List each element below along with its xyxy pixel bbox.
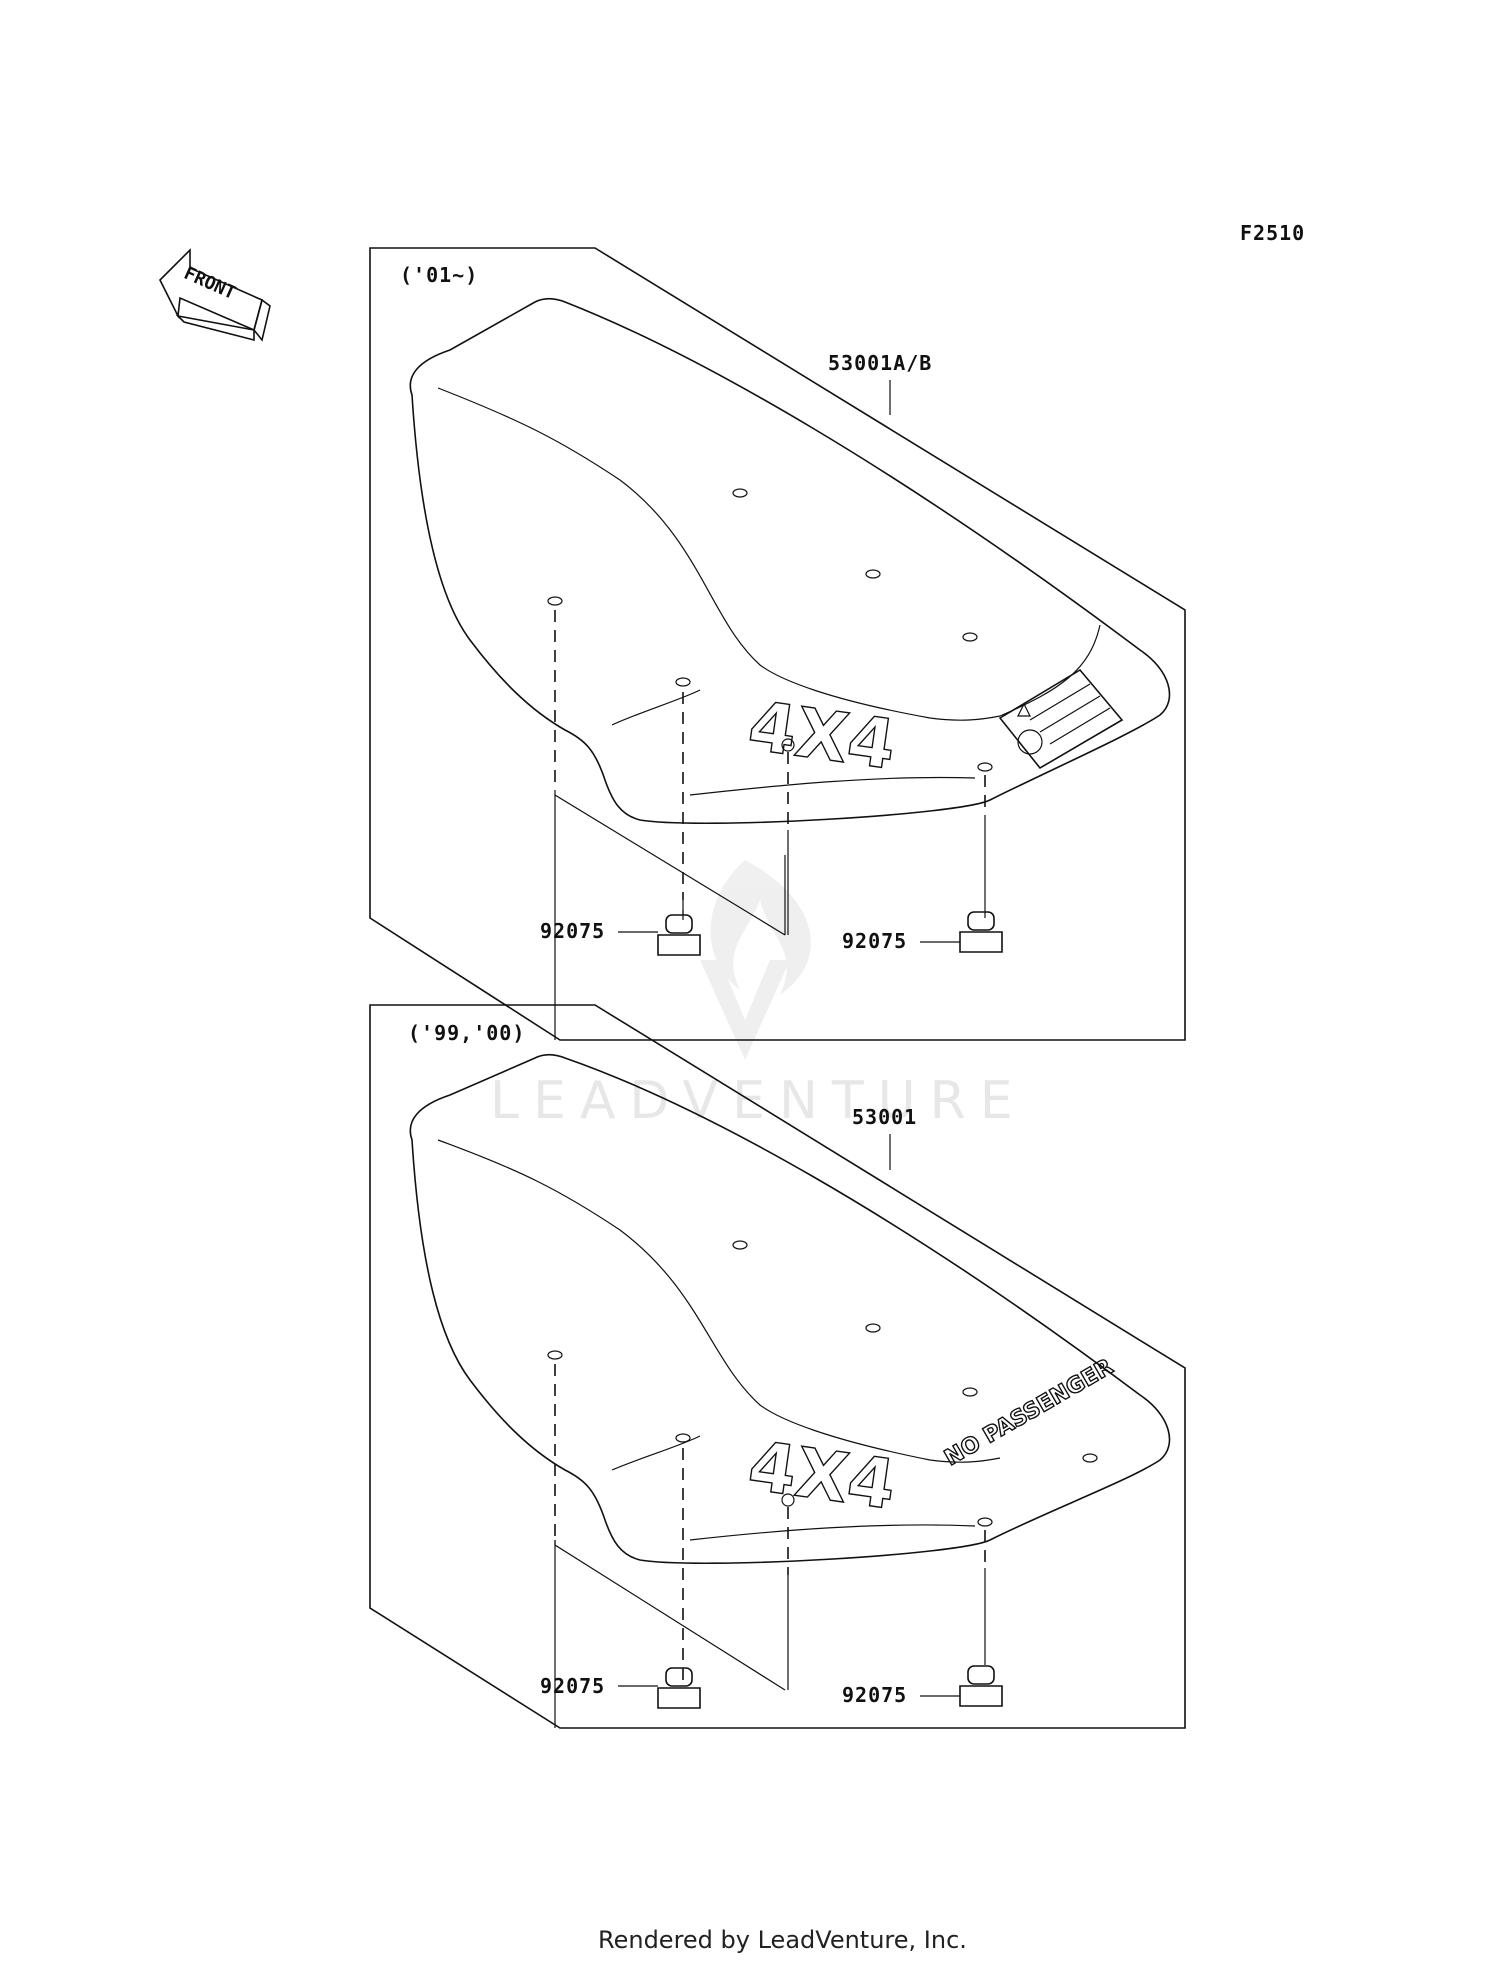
- right-cap-part-label: 92075: [842, 929, 907, 953]
- left-cap-part-label: 92075: [540, 919, 605, 943]
- front-arrow-icon: FRONT: [159, 248, 271, 342]
- seat-outline: [409, 1053, 1171, 1565]
- footer-credit: Rendered by LeadVenture, Inc.: [598, 1926, 967, 1954]
- front-label: FRONT: [181, 263, 239, 304]
- watermark: LEADVENTURE: [490, 860, 1027, 1131]
- seat-part-label: 53001: [852, 1105, 917, 1129]
- seat-outline: [409, 297, 1171, 825]
- panel-2001-on: ('01~) 4X4: [369, 247, 1186, 1041]
- panel-frame: [369, 1004, 1186, 1729]
- left-cap-part-label: 92075: [540, 1674, 605, 1698]
- warning-label: [998, 668, 1124, 770]
- year-label: ('99,'00): [408, 1021, 525, 1045]
- year-label: ('01~): [400, 263, 478, 287]
- cap-left: [657, 1667, 701, 1709]
- seat-part-label: 53001A/B: [828, 351, 932, 375]
- decal-4x4: 4X4: [744, 1427, 901, 1526]
- decal-4x4: 4X4: [744, 687, 901, 786]
- cap-right: [959, 911, 1003, 953]
- cap-left: [657, 900, 701, 956]
- panel-frame: [369, 247, 1186, 1041]
- clip-holes: [547, 488, 993, 772]
- right-cap-part-label: 92075: [842, 1683, 907, 1707]
- figure-code: F2510: [1240, 221, 1305, 245]
- cap-right: [959, 1665, 1003, 1707]
- clip-holes: [547, 1240, 1098, 1527]
- watermark-text: LEADVENTURE: [490, 1071, 1027, 1131]
